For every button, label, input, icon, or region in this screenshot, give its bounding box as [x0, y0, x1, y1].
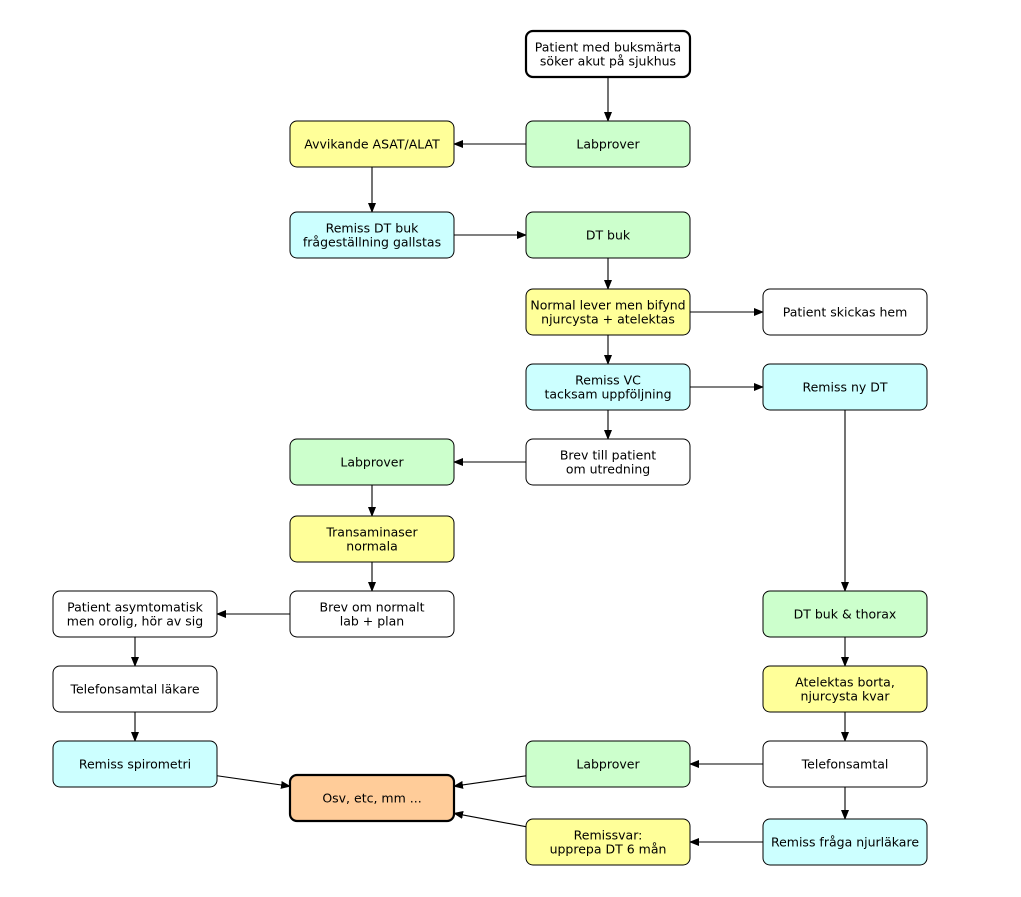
node-box: [289, 120, 455, 168]
edges: [131, 77, 849, 846]
node-label: om utredning: [566, 462, 650, 477]
node-skickas-hem: Patient skickas hem: [762, 288, 928, 336]
node-label: Avvikande ASAT/ALAT: [304, 137, 440, 152]
node-box: [524, 29, 692, 79]
node-label: Patient med buksmärta: [535, 40, 681, 55]
node-remiss-ny-dt: Remiss ny DT: [762, 363, 928, 411]
node-dt-thorax: DT buk & thorax: [762, 590, 928, 638]
node-box: [288, 773, 456, 823]
node-box: [762, 590, 928, 638]
node-label: Labprover: [576, 137, 640, 152]
node-label: Osv, etc, mm ...: [322, 791, 421, 806]
node-label: Remiss ny DT: [802, 380, 887, 395]
node-box: [762, 740, 928, 788]
node-spirometri: Remiss spirometri: [52, 740, 218, 788]
node-box: [525, 211, 691, 259]
node-box: [525, 120, 691, 168]
node-label: Remiss DT buk: [326, 221, 420, 236]
node-box: [762, 665, 928, 713]
node-label: Telefonsamtal läkare: [69, 682, 199, 697]
node-label: Labprover: [576, 757, 640, 772]
node-label: DT buk: [586, 228, 631, 243]
node-lab3: Labprover: [525, 740, 691, 788]
node-remissvar: Remissvar:upprepa DT 6 mån: [525, 818, 691, 866]
node-label: DT buk & thorax: [794, 607, 897, 622]
node-remiss-njur: Remiss fråga njurläkare: [762, 818, 928, 866]
node-label: upprepa DT 6 mån: [550, 842, 667, 857]
node-label: Remiss VC: [575, 373, 641, 388]
node-box: [525, 363, 691, 411]
node-label: Remiss spirometri: [79, 757, 191, 772]
node-label: tacksam uppföljning: [544, 387, 671, 402]
node-box: [289, 590, 455, 638]
node-box: [525, 740, 691, 788]
node-box: [52, 590, 218, 638]
node-box: [289, 211, 455, 259]
node-box: [762, 818, 928, 866]
node-lab2: Labprover: [289, 438, 455, 486]
node-box: [762, 363, 928, 411]
edge-remissvar-to-osv: [453, 811, 527, 828]
node-label: Transaminaser: [325, 525, 418, 540]
node-label: Remiss fråga njurläkare: [771, 835, 919, 850]
node-label: lab + plan: [340, 614, 404, 629]
node-label: Brev om normalt: [320, 600, 425, 615]
node-label: men orolig, hör av sig: [67, 614, 203, 629]
node-osv: Osv, etc, mm ...: [288, 773, 456, 823]
node-label: söker akut på sjukhus: [540, 54, 676, 69]
node-box: [289, 515, 455, 563]
node-label: Remissvar:: [574, 828, 643, 843]
node-box: [289, 438, 455, 486]
node-label: Labprover: [340, 455, 404, 470]
node-label: njurcysta + atelektas: [541, 312, 675, 327]
node-label: Brev till patient: [560, 448, 656, 463]
node-telefonsamtal: Telefonsamtal: [762, 740, 928, 788]
node-label: frågeställning gallstas: [303, 235, 441, 250]
node-dt-buk: DT buk: [525, 211, 691, 259]
node-label: Atelektas borta,: [795, 675, 895, 690]
node-label: normala: [346, 539, 397, 554]
node-box: [525, 288, 691, 336]
node-label: njurcysta kvar: [801, 689, 891, 704]
node-avvikande: Avvikande ASAT/ALAT: [289, 120, 455, 168]
node-label: Normal lever men bifynd: [530, 298, 685, 313]
edge-spirometri-to-osv: [216, 775, 291, 789]
node-lab1: Labprover: [525, 120, 691, 168]
node-label: Patient asymtomatisk: [67, 600, 204, 615]
node-atelektas: Atelektas borta,njurcysta kvar: [762, 665, 928, 713]
node-box: [52, 665, 218, 713]
node-box: [525, 438, 691, 486]
node-tel-lakare: Telefonsamtal läkare: [52, 665, 218, 713]
node-box: [52, 740, 218, 788]
node-box: [525, 818, 691, 866]
node-label: Telefonsamtal: [801, 757, 889, 772]
edge-lab3-to-osv: [453, 775, 527, 789]
node-label: Patient skickas hem: [783, 305, 908, 320]
node-box: [762, 288, 928, 336]
